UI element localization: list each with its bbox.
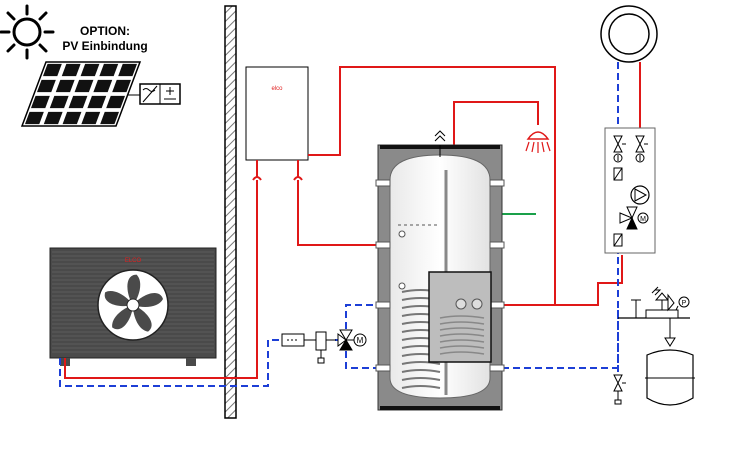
radiator-icon (600, 5, 658, 63)
svg-text:M: M (640, 216, 646, 223)
fan-blade (132, 305, 152, 332)
hx-coil-turn (439, 351, 485, 355)
option-subtitle: PV Einbindung (62, 39, 147, 53)
fan-icon (97, 269, 169, 341)
pv-cell (49, 95, 69, 109)
fan-blade (133, 292, 163, 307)
pv-cell (112, 79, 132, 93)
pv-cell (106, 95, 126, 109)
pump-icon (630, 185, 650, 205)
pv-cell (74, 79, 94, 93)
outdoor-unit-brand: ELCO (125, 258, 142, 264)
pv-cell (68, 95, 88, 109)
indoor-unit-brand: elco (271, 86, 283, 92)
svg-text:M: M (357, 336, 364, 345)
option-title: OPTION: (80, 24, 130, 38)
return-pipes (59, 62, 619, 387)
pv-cell (99, 63, 119, 77)
coil-turn (401, 377, 441, 381)
pv-cell (100, 111, 120, 125)
hx-coil-turn (439, 327, 485, 331)
heat-exchanger-icon (428, 271, 492, 363)
pv-cell (81, 111, 101, 125)
pv-cell (80, 63, 100, 77)
svg-text:P: P (682, 300, 687, 307)
pv-cell (55, 79, 75, 93)
inverter-icon (139, 83, 181, 105)
sun-icon (0, 4, 55, 60)
expansion-vessel-icon (645, 349, 695, 406)
pv-cell (93, 79, 113, 93)
drain-valve-icon (613, 374, 626, 405)
filter-icon (281, 333, 305, 347)
pv-cell (118, 63, 138, 77)
hx-coil-turn (439, 315, 485, 319)
pipe-hop (252, 176, 262, 181)
hx-coil-turn (439, 333, 485, 337)
fan-blade (127, 274, 141, 305)
pv-cell (43, 111, 63, 125)
three-way-valve-icon: M (337, 329, 367, 351)
ball-valve-icon (613, 135, 648, 153)
hx-coil-turn (439, 339, 485, 343)
vent-icon (434, 130, 446, 142)
check-valve-icon (613, 167, 623, 181)
pv-panel-icon (20, 61, 142, 127)
fan-blade (112, 305, 133, 330)
thermometer-icon (613, 153, 645, 163)
coil-turn (401, 369, 441, 373)
pv-cell (30, 95, 50, 109)
coil-turn (401, 361, 441, 365)
pv-cell (42, 63, 62, 77)
pv-cell (24, 111, 44, 125)
pv-cell (87, 95, 107, 109)
check-valve-icon (613, 233, 623, 247)
hx-coil-turn (439, 345, 485, 349)
mixing-valve-icon: M (619, 206, 649, 230)
pipe-hop (293, 176, 303, 181)
pv-cell (61, 63, 81, 77)
indoor-unit-icon: elco (245, 66, 309, 161)
coil-turn (401, 385, 441, 389)
wall-icon (224, 5, 237, 419)
safety-group-icon: P (618, 286, 690, 347)
pv-cell (62, 111, 82, 125)
fan-blade (104, 291, 133, 307)
hx-coil-turn (439, 321, 485, 325)
dirt-separator-icon (315, 331, 327, 364)
shower-icon (525, 131, 551, 153)
pv-cell (36, 79, 56, 93)
